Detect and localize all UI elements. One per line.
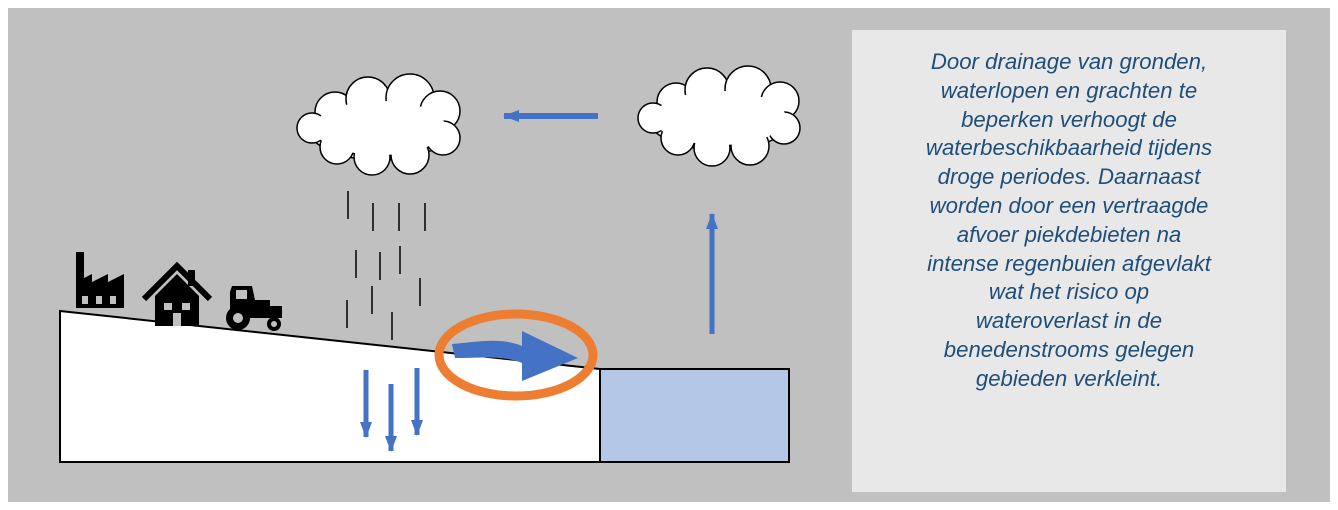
sloped-land — [60, 311, 600, 462]
house-icon — [144, 266, 210, 326]
cloud-icon — [297, 74, 460, 175]
rain-icon — [347, 191, 425, 340]
tractor-icon — [226, 286, 282, 331]
factory-icon — [76, 252, 124, 308]
explanation-text: Door drainage van gronden, waterlopen en… — [926, 48, 1212, 394]
water-basin — [600, 369, 789, 462]
explanation-box: Door drainage van gronden, waterlopen en… — [852, 30, 1286, 492]
cloud-icon — [638, 66, 800, 166]
